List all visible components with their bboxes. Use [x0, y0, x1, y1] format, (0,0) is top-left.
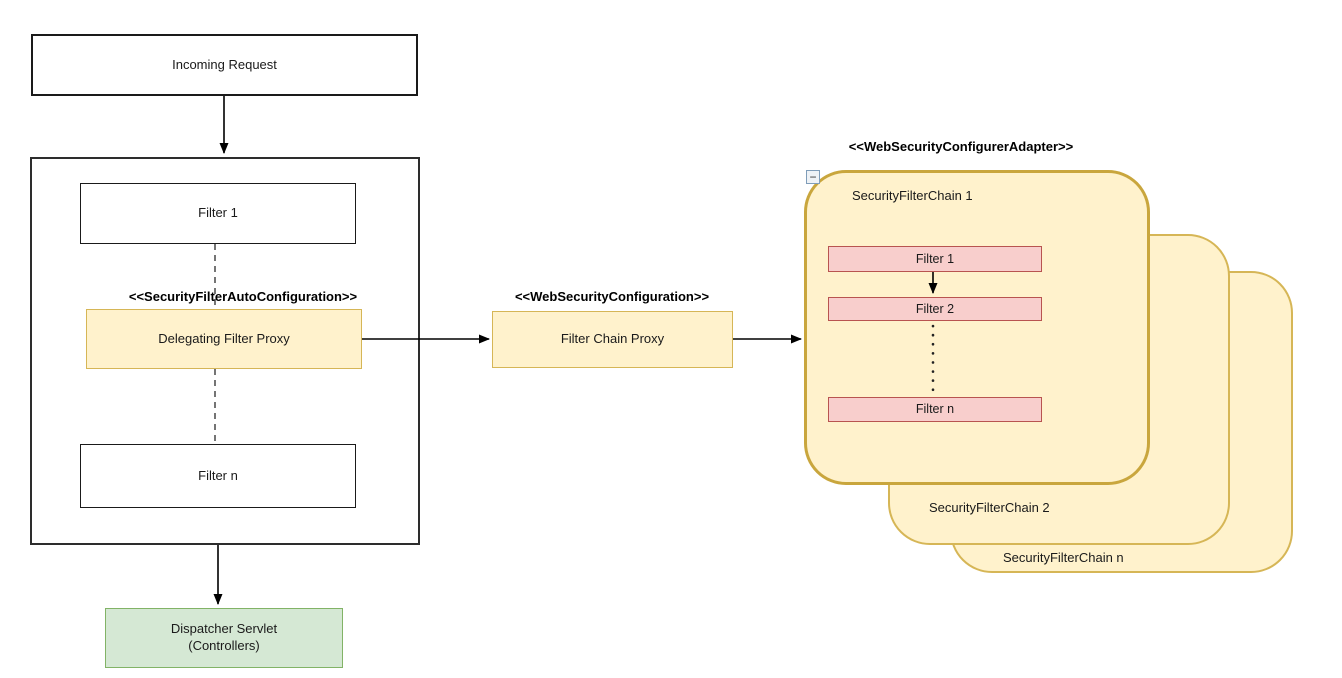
collapse-icon-glyph: − — [809, 170, 817, 184]
dispatcher-servlet-label-line2: (Controllers) — [188, 638, 260, 653]
filter-chain-proxy-box: Filter Chain Proxy — [492, 311, 733, 368]
dispatcher-servlet-label-line1: Dispatcher Servlet — [170, 621, 278, 637]
chain-filter-1-box: Filter 1 — [828, 246, 1042, 272]
collapse-icon[interactable]: − — [806, 170, 820, 184]
chain-filter-2-box: Filter 2 — [828, 297, 1042, 321]
web-security-configuration-stereotype: <<WebSecurityConfiguration>> — [514, 289, 710, 304]
security-filter-auto-configuration-stereotype: <<SecurityFilterAutoConfiguration>> — [128, 289, 358, 304]
servlet-filter-container — [30, 157, 420, 545]
filter-n-box: Filter n — [80, 444, 356, 508]
security-filter-chain-2-label: SecurityFilterChain 2 — [929, 500, 1050, 515]
delegating-filter-proxy-box: Delegating Filter Proxy — [86, 309, 362, 369]
security-filter-chain-1-label: SecurityFilterChain 1 — [852, 188, 973, 203]
dispatcher-servlet-box: Dispatcher Servlet (Controllers) — [105, 608, 343, 668]
security-filter-chain-n-label: SecurityFilterChain n — [1003, 550, 1124, 565]
chain-filter-n-box: Filter n — [828, 397, 1042, 422]
filter-1-box: Filter 1 — [80, 183, 356, 244]
security-filter-chain-1-card — [804, 170, 1150, 485]
incoming-request-box: Incoming Request — [31, 34, 418, 96]
web-security-configurer-adapter-stereotype: <<WebSecurityConfigurerAdapter>> — [848, 139, 1074, 154]
